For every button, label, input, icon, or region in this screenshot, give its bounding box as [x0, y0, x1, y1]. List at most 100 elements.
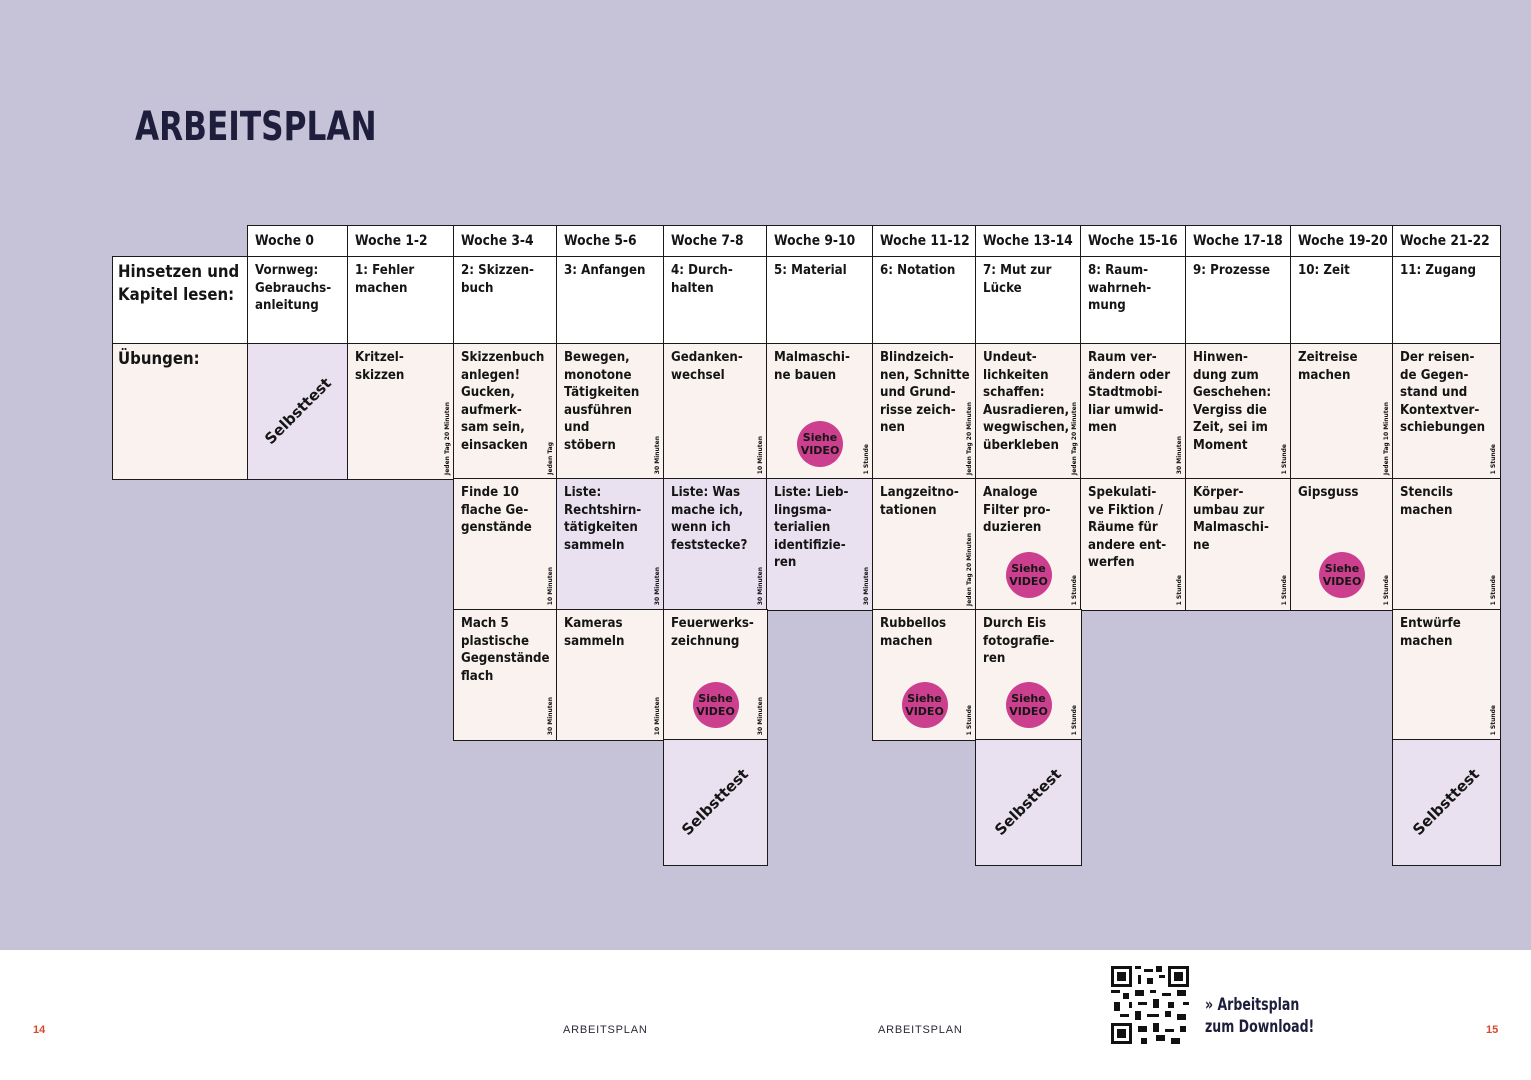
chapter-title: 3: Anfangen — [564, 262, 646, 278]
video-badge[interactable]: Siehe VIDEO — [1005, 682, 1052, 728]
duration-label: 1 Stunde — [1280, 575, 1288, 606]
exercise-cell: Spekulati- ve Fiktion / Räume für andere… — [1080, 478, 1187, 611]
duration-label: 1 Stunde — [1175, 575, 1183, 606]
week-header: Woche 1-2 — [347, 225, 455, 258]
week-header-label: Woche 0 — [255, 233, 314, 249]
duration-label: 10 Minuten — [756, 436, 764, 475]
duration-label: 10 Minuten — [653, 697, 661, 736]
selbsttest-label: Selbsttest — [991, 765, 1066, 840]
duration-label: 30 Minuten — [756, 697, 764, 736]
selbsttest-cell: Selbsttest — [975, 739, 1082, 866]
duration-label: 1 Stunde — [1489, 444, 1497, 475]
chapter-cell: 10: Zeit — [1290, 256, 1394, 345]
exercise-text: Hinwen- dung zum Geschehen: Vergiss die … — [1193, 349, 1272, 453]
exercise-text: Durch Eis fotografie- ren — [983, 615, 1055, 667]
duration-label: 30 Minuten — [653, 436, 661, 475]
week-header: Woche 21-22 — [1392, 225, 1501, 258]
duration-label: 1 Stunde — [1070, 575, 1078, 606]
duration-label: Jeden Tag — [546, 441, 554, 475]
exercise-text: Kritzel- skizzen — [355, 349, 405, 383]
video-badge[interactable]: Siehe VIDEO — [797, 421, 843, 467]
exercise-text: Feuerwerks- zeichnung — [671, 615, 754, 649]
row-label-exercises: Übungen: — [112, 343, 249, 480]
week-header: Woche 3-4 — [453, 225, 558, 258]
exercise-text: Gedanken- wechsel — [671, 349, 743, 383]
selbsttest-label: Selbsttest — [1409, 765, 1484, 840]
duration-label: 1 Stunde — [1489, 575, 1497, 606]
duration-label: 30 Minuten — [653, 567, 661, 606]
exercise-cell: Körper- umbau zur Malmaschi- ne 1 Stunde — [1185, 478, 1292, 611]
video-badge-label: Siehe VIDEO — [696, 692, 735, 718]
download-link[interactable]: » Arbeitsplan zum Download! — [1205, 995, 1315, 1037]
duration-label: Jeden Tag 10 Minuten — [1382, 401, 1390, 475]
video-badge-label: Siehe VIDEO — [905, 692, 944, 718]
week-header-label: Woche 1-2 — [355, 233, 428, 249]
duration-label: 30 Minuten — [756, 567, 764, 606]
week-header-label: Woche 19-20 — [1298, 233, 1388, 249]
exercise-cell: Raum ver- ändern oder Stadtmobi- liar um… — [1080, 343, 1187, 480]
week-header-label: Woche 11-12 — [880, 233, 970, 249]
duration-label: 1 Stunde — [1280, 444, 1288, 475]
duration-label: Jeden Tag 20 Minuten — [1070, 401, 1078, 475]
exercise-text: Malmaschi- ne bauen — [774, 349, 850, 383]
chapter-cell: 11: Zugang — [1392, 256, 1501, 345]
exercise-text: Analoge Filter pro- duzieren — [983, 484, 1051, 536]
duration-label: Jeden Tag 20 Minuten — [965, 401, 973, 475]
exercise-text: Stencils machen — [1400, 484, 1454, 518]
exercise-text: Entwürfe machen — [1400, 615, 1461, 649]
chapter-cell: 8: Raum- wahrneh- mung — [1080, 256, 1187, 345]
video-badge-label: Siehe VIDEO — [1009, 562, 1048, 588]
chapter-cell: 1: Fehler machen — [347, 256, 455, 345]
video-badge[interactable]: Siehe VIDEO — [692, 682, 739, 728]
chapter-cell: 9: Prozesse — [1185, 256, 1292, 345]
exercise-text: Gipsguss — [1298, 484, 1359, 500]
chapter-cell: 7: Mut zur Lücke — [975, 256, 1082, 345]
exercise-cell: Liste: Was mache ich, wenn ich feststeck… — [663, 478, 768, 611]
exercise-text: Liste: Rechtshirn- tätigkeiten sammeln — [564, 484, 642, 553]
exercise-cell: Skizzenbuch anlegen! Gucken, aufmerk- sa… — [453, 343, 558, 480]
video-badge[interactable]: Siehe VIDEO — [1005, 552, 1052, 598]
selbsttest-cell: Selbsttest — [663, 739, 768, 866]
exercise-text: Undeut- lichkeiten schaffen: Ausradieren… — [983, 349, 1070, 453]
exercise-text: Rubbellos machen — [880, 615, 947, 649]
chapter-title: 9: Prozesse — [1193, 262, 1271, 278]
qr-code-icon[interactable] — [1111, 966, 1189, 1044]
video-badge-label: Siehe VIDEO — [1322, 562, 1362, 588]
duration-label: 1 Stunde — [1489, 705, 1497, 736]
week-header: Woche 7-8 — [663, 225, 768, 258]
video-badge[interactable]: Siehe VIDEO — [901, 682, 948, 728]
week-header-label: Woche 3-4 — [461, 233, 534, 249]
week-header-label: Woche 9-10 — [774, 233, 856, 249]
exercise-cell: Entwürfe machen 1 Stunde — [1392, 609, 1501, 741]
selbsttest-cell: Selbsttest — [1392, 739, 1501, 866]
running-head-left: ARBEITSPLAN — [563, 1024, 648, 1036]
chapter-cell: 6: Notation — [872, 256, 977, 345]
duration-label: 1 Stunde — [1382, 575, 1390, 606]
chapter-cell: 4: Durch- halten — [663, 256, 768, 345]
exercise-cell: Stencils machen 1 Stunde — [1392, 478, 1501, 611]
video-badge[interactable]: Siehe VIDEO — [1319, 552, 1365, 598]
week-header-label: Woche 13-14 — [983, 233, 1073, 249]
chapter-cell: 3: Anfangen — [556, 256, 665, 345]
page-number-left: 14 — [33, 1024, 46, 1036]
row-label-text: Übungen: — [118, 349, 200, 369]
exercise-cell: Bewegen, monotone Tätigkeiten ausführen … — [556, 343, 665, 480]
exercise-cell: Liste: Lieb- lingsma- terialien identifi… — [766, 478, 874, 611]
video-badge-label: Siehe VIDEO — [800, 431, 840, 457]
exercise-text: Finde 10 flache Ge- genstände — [461, 484, 532, 536]
exercise-cell: Gedanken- wechsel 10 Minuten — [663, 343, 768, 480]
chapter-title: 5: Material — [774, 262, 847, 278]
exercise-text: Körper- umbau zur Malmaschi- ne — [1193, 484, 1269, 553]
exercise-text: Der reisen- de Gegen- stand und Kontextv… — [1400, 349, 1486, 436]
chapter-title: 11: Zugang — [1400, 262, 1476, 278]
week-header: Woche 9-10 — [766, 225, 874, 258]
week-header-label: Woche 21-22 — [1400, 233, 1490, 249]
exercise-text: Liste: Lieb- lingsma- terialien identifi… — [774, 484, 849, 571]
duration-label: 30 Minuten — [546, 697, 554, 736]
